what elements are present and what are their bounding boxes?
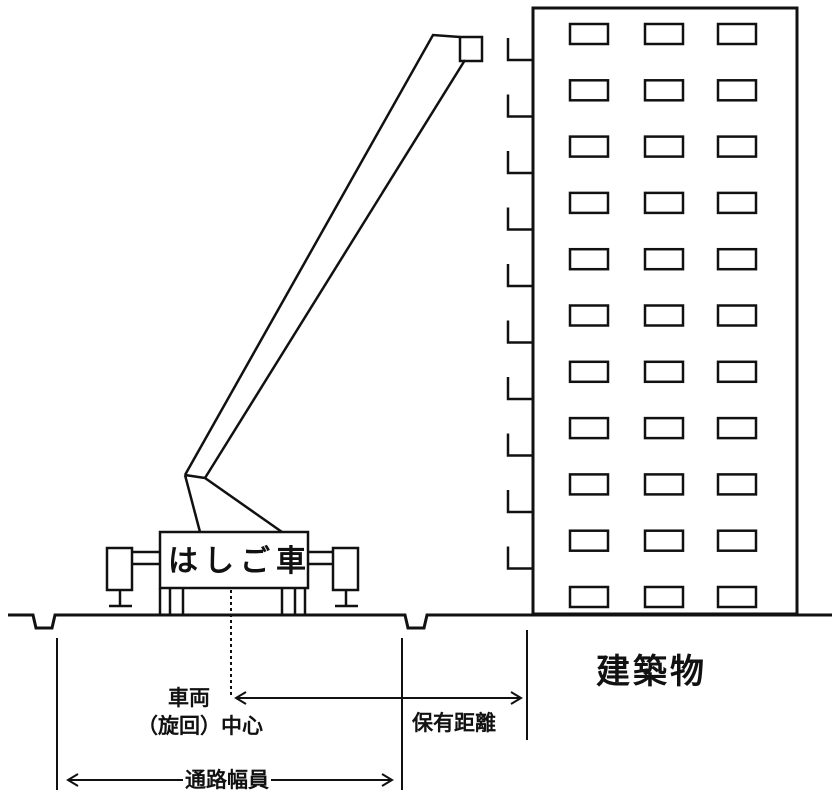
balcony [506, 151, 532, 175]
ladder-boom [183, 33, 467, 534]
window [716, 191, 758, 215]
balcony [506, 546, 532, 570]
window [716, 529, 758, 552]
window [643, 360, 685, 384]
balcony [506, 94, 532, 118]
building-outline [531, 6, 799, 616]
window [643, 135, 685, 158]
window [568, 79, 610, 102]
window [568, 473, 610, 496]
window [643, 247, 685, 271]
vehicle-center-sublabel: （旋回）中心 [137, 714, 263, 738]
window [716, 135, 758, 158]
balcony [506, 264, 532, 288]
balcony [506, 490, 532, 514]
window [716, 22, 758, 46]
balcony [506, 377, 532, 401]
window [643, 304, 685, 327]
window [716, 304, 758, 327]
window [568, 135, 610, 158]
ladder-truck [105, 530, 360, 614]
window [568, 360, 610, 384]
balcony [506, 207, 532, 231]
window [643, 585, 685, 609]
road-width-label: 通路幅員 [183, 768, 271, 792]
window [716, 585, 758, 609]
window [643, 191, 685, 215]
window [643, 79, 685, 102]
window [568, 304, 610, 327]
balcony [506, 320, 532, 344]
building-windows [568, 22, 758, 609]
window [643, 22, 685, 46]
truck-label: はしご車 [168, 544, 312, 579]
window [568, 416, 610, 440]
window [716, 473, 758, 496]
window [643, 416, 685, 440]
window [568, 529, 610, 552]
window [716, 416, 758, 440]
balcony [506, 38, 532, 62]
window [643, 529, 685, 552]
ground-line [8, 613, 832, 630]
building-label: 建築物 [596, 652, 707, 692]
window [716, 247, 758, 271]
window [643, 473, 685, 496]
clearance-label: 保有距離 [412, 711, 496, 735]
window [716, 79, 758, 102]
building-balconies [506, 38, 532, 570]
ladder-basket [458, 35, 484, 63]
balcony [506, 433, 532, 457]
window [568, 191, 610, 215]
window [568, 585, 610, 609]
window [568, 22, 610, 46]
vehicle-center-label: 車両 [168, 686, 210, 710]
window [568, 247, 610, 271]
window [716, 360, 758, 384]
dimension-lines [56, 590, 528, 790]
